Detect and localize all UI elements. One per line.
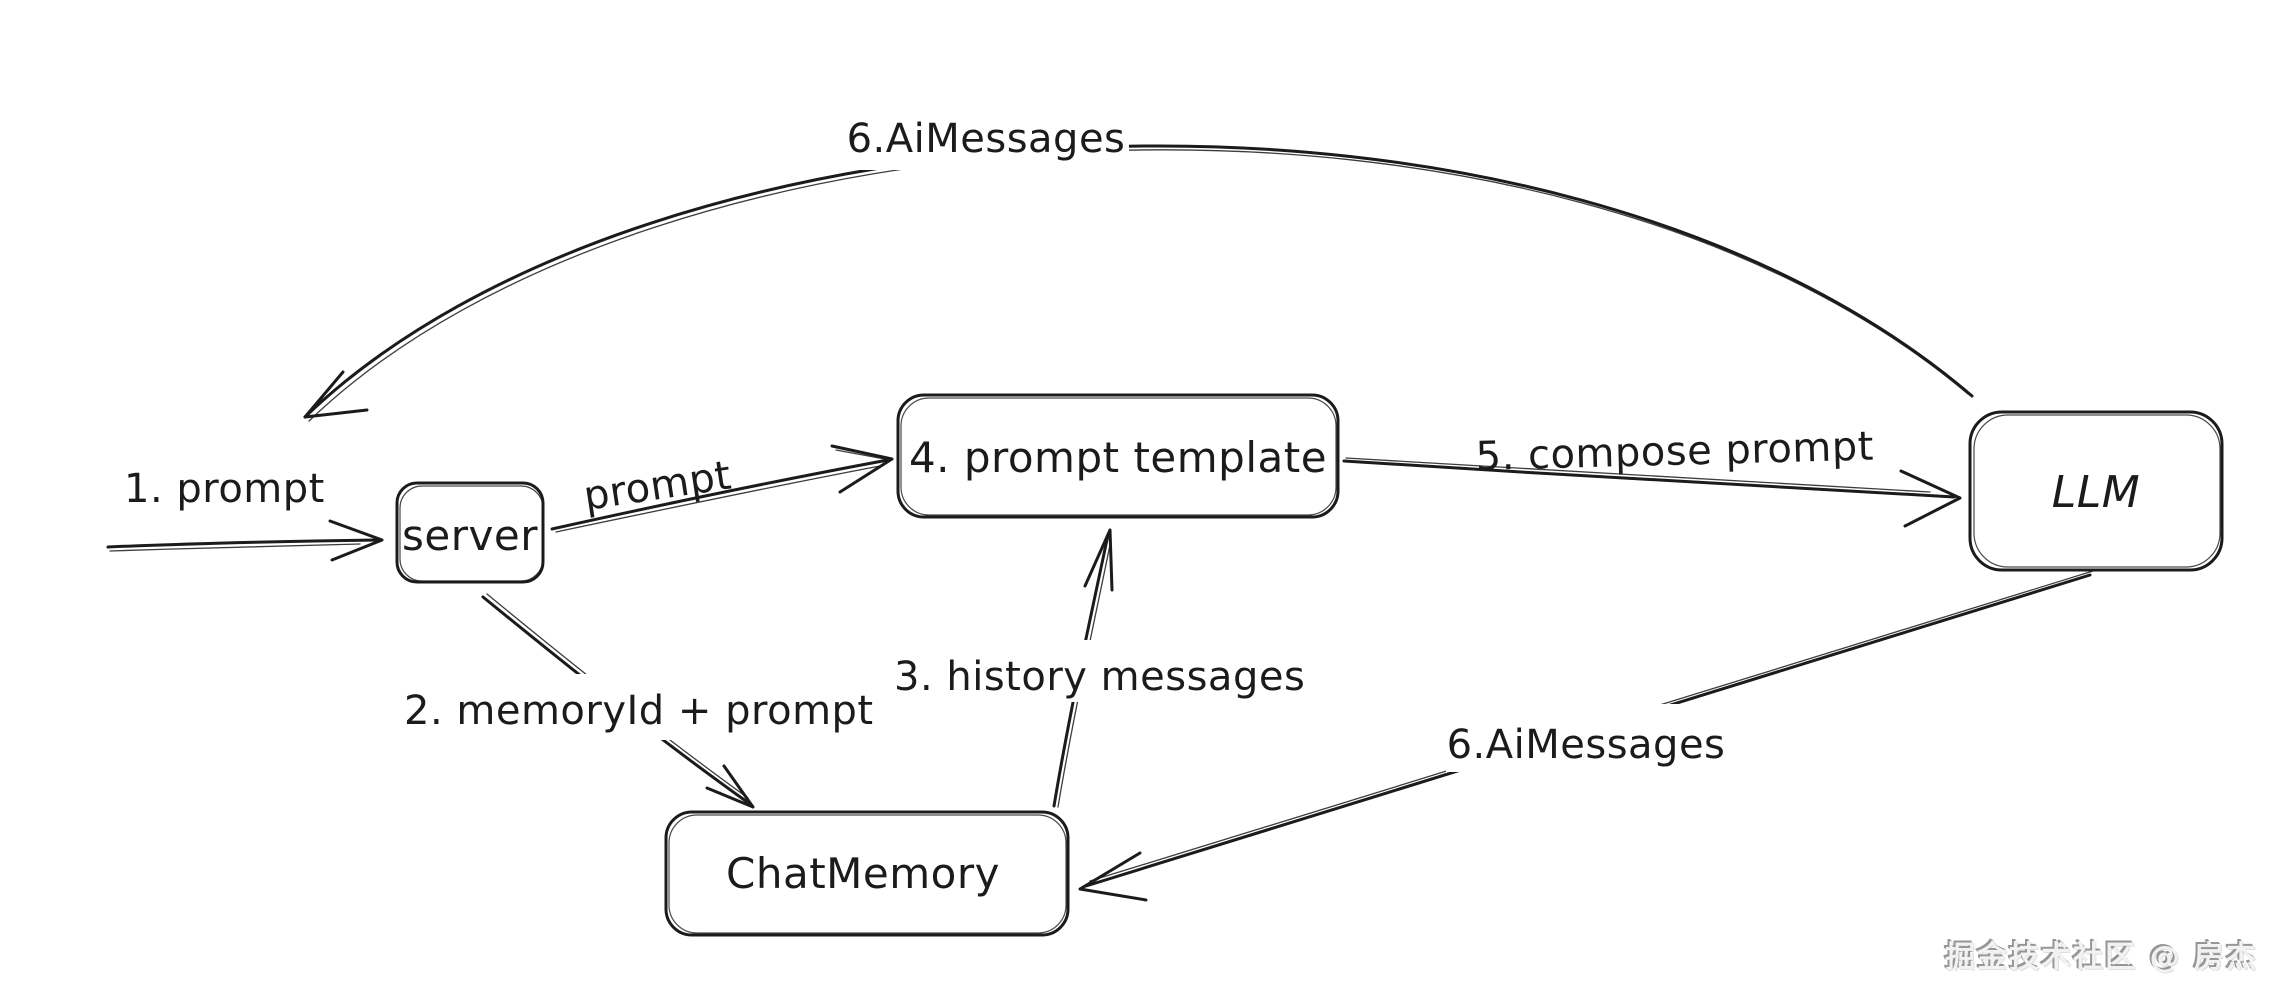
edge-label-prompt: prompt bbox=[581, 452, 735, 519]
edge-label-2-memoryid-prompt: 2. memoryId + prompt bbox=[404, 688, 874, 734]
label-backdrop bbox=[1446, 704, 1726, 772]
edge-user-to-server bbox=[106, 519, 384, 562]
label-backdrop bbox=[888, 640, 1296, 702]
arrowhead bbox=[1083, 528, 1114, 592]
edge-template-to-llm bbox=[1342, 457, 1962, 528]
edge-label-3-history-messages: 3. history messages bbox=[894, 654, 1305, 700]
edge-label-1-prompt: 1. prompt bbox=[124, 466, 325, 512]
arrowhead bbox=[830, 444, 894, 494]
arrowhead bbox=[1078, 851, 1148, 902]
arrowhead bbox=[328, 519, 384, 562]
watermark: 掘金技术社区 @ 房杰 bbox=[1945, 940, 2258, 975]
edge-server-to-template bbox=[550, 444, 894, 533]
node-llm-label: LLM bbox=[2052, 467, 2141, 518]
arrowhead bbox=[705, 764, 755, 809]
node-chat-memory-label: ChatMemory bbox=[726, 849, 1000, 898]
arrowhead bbox=[303, 370, 369, 419]
edge-label-5-compose-prompt: 5. compose prompt bbox=[1475, 424, 1874, 480]
node-chat-memory: ChatMemory bbox=[664, 810, 1070, 937]
edge-llm-return-to-server bbox=[303, 144, 1974, 422]
node-server-label: server bbox=[402, 511, 538, 560]
arrowhead bbox=[1899, 469, 1962, 528]
node-server: server bbox=[395, 481, 545, 584]
edge-label-6-aimessages-bottom: 6.AiMessages bbox=[1447, 722, 1726, 768]
node-prompt-template: 4. prompt template bbox=[896, 393, 1340, 519]
label-backdrop bbox=[398, 674, 848, 740]
node-llm: LLM bbox=[1968, 410, 2224, 572]
edge-label-6-aimessages-top: 6.AiMessages bbox=[847, 116, 1126, 162]
node-prompt-template-label: 4. prompt template bbox=[909, 433, 1327, 482]
label-backdrop bbox=[843, 96, 1129, 170]
